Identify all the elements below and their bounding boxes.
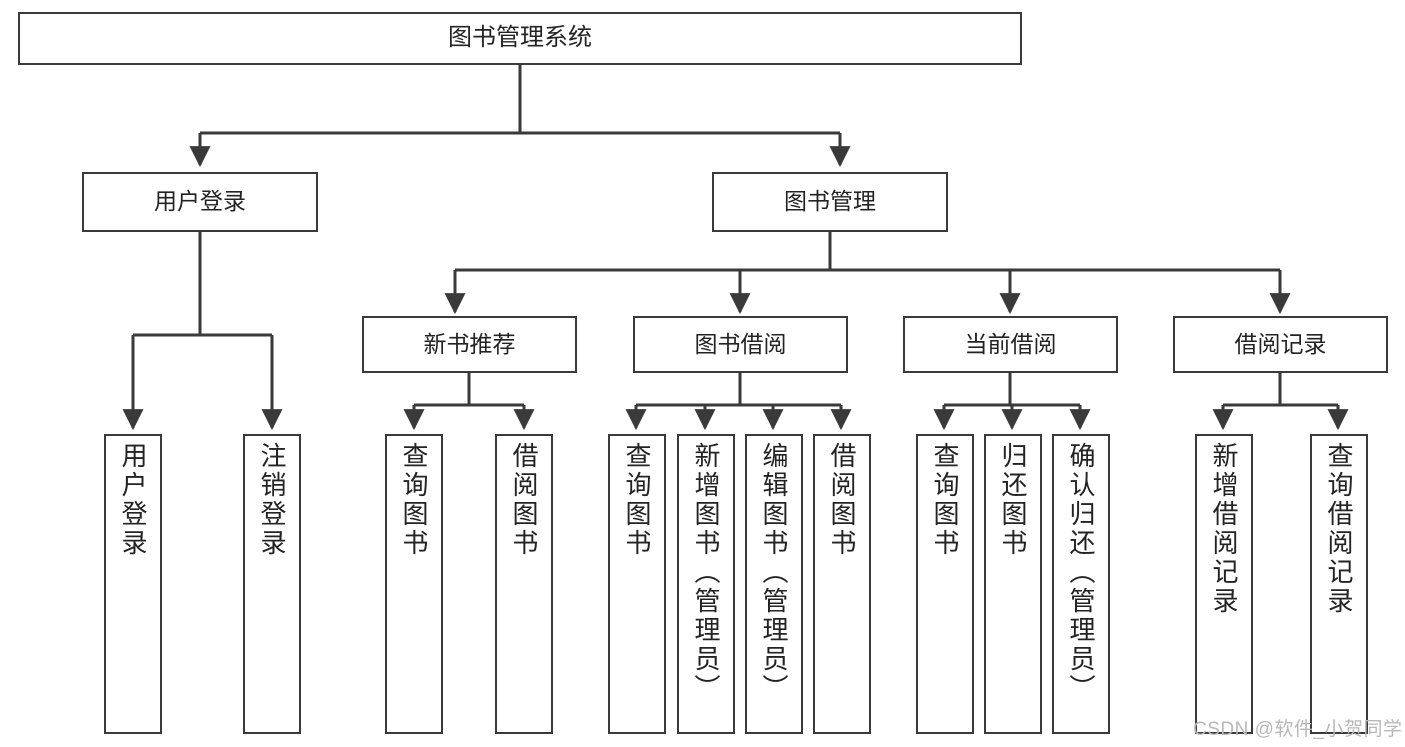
node-current-borrow-label: 当前借阅 — [964, 330, 1057, 357]
node-new-book-recommend-label: 新书推荐 — [423, 330, 516, 357]
leaf-add-book-label: 新增图书（管理员） — [691, 442, 721, 703]
leaf-logout-login[interactable]: 注销登录 — [243, 434, 301, 734]
leaf-confirm-return-label: 确认归还（管理员） — [1066, 442, 1096, 703]
leaf-borrow-book-1-label: 借阅图书 — [509, 442, 539, 558]
leaf-add-book[interactable]: 新增图书（管理员） — [677, 434, 735, 734]
leaf-query-book-2[interactable]: 查询图书 — [608, 434, 666, 734]
leaf-query-book-3[interactable]: 查询图书 — [916, 434, 974, 734]
leaf-borrow-book-1[interactable]: 借阅图书 — [495, 434, 553, 734]
leaf-query-book-1-label: 查询图书 — [399, 442, 429, 558]
node-book-borrow[interactable]: 图书借阅 — [633, 316, 848, 373]
node-user-login[interactable]: 用户登录 — [82, 172, 318, 232]
node-book-manage[interactable]: 图书管理 — [712, 172, 948, 232]
node-borrow-record[interactable]: 借阅记录 — [1173, 316, 1388, 373]
node-root[interactable]: 图书管理系统 — [18, 12, 1022, 65]
leaf-query-borrow-record-label: 查询借阅记录 — [1324, 442, 1354, 616]
leaf-return-book[interactable]: 归还图书 — [984, 434, 1042, 734]
leaf-edit-book[interactable]: 编辑图书（管理员） — [745, 434, 803, 734]
leaf-add-borrow-record-label: 新增借阅记录 — [1209, 442, 1239, 616]
node-user-login-label: 用户登录 — [154, 188, 246, 215]
leaf-query-book-1[interactable]: 查询图书 — [385, 434, 443, 734]
node-borrow-record-label: 借阅记录 — [1234, 330, 1327, 357]
node-root-label: 图书管理系统 — [448, 24, 592, 52]
leaf-borrow-book-2[interactable]: 借阅图书 — [813, 434, 871, 734]
leaf-add-borrow-record[interactable]: 新增借阅记录 — [1195, 434, 1253, 734]
leaf-borrow-book-2-label: 借阅图书 — [827, 442, 857, 558]
leaf-edit-book-label: 编辑图书（管理员） — [759, 442, 789, 703]
leaf-query-book-3-label: 查询图书 — [930, 442, 960, 558]
leaf-logout-login-label: 注销登录 — [257, 442, 287, 558]
leaf-user-login[interactable]: 用户登录 — [104, 434, 162, 734]
leaf-return-book-label: 归还图书 — [998, 442, 1028, 558]
leaf-user-login-label: 用户登录 — [118, 442, 148, 558]
watermark: CSDN @软件_小贺同学 — [1193, 719, 1403, 740]
node-book-borrow-label: 图书借阅 — [694, 330, 787, 357]
leaf-confirm-return[interactable]: 确认归还（管理员） — [1052, 434, 1110, 734]
node-new-book-recommend[interactable]: 新书推荐 — [362, 316, 577, 373]
leaf-query-book-2-label: 查询图书 — [622, 442, 652, 558]
node-current-borrow[interactable]: 当前借阅 — [903, 316, 1118, 373]
leaf-query-borrow-record[interactable]: 查询借阅记录 — [1310, 434, 1368, 734]
node-book-manage-label: 图书管理 — [784, 188, 876, 215]
